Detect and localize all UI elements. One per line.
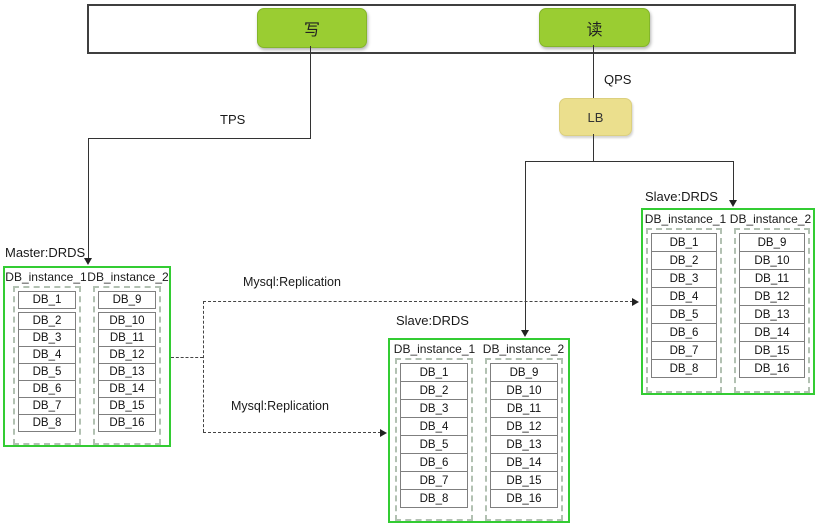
lb-node: LB — [559, 98, 632, 136]
db-cell: DB_12 — [739, 287, 805, 306]
connector-to-slave-right — [733, 161, 734, 201]
db-cell: DB_14 — [739, 323, 805, 342]
connector-to-slave-center — [525, 161, 526, 331]
slave-right-drds-title: Slave:DRDS — [645, 189, 718, 204]
db-cell: DB_11 — [98, 329, 156, 347]
db-cell: DB_16 — [98, 414, 156, 432]
arrowhead-into-slave-right — [729, 200, 737, 207]
db-cell: DB_1 — [18, 291, 76, 309]
dashed-master-out — [171, 357, 203, 358]
db-cell: DB_16 — [739, 359, 805, 378]
db-cell: DB_8 — [400, 489, 468, 508]
db-cell: DB_6 — [400, 453, 468, 472]
db-cell: DB_7 — [651, 341, 717, 360]
connector-split-horizontal — [525, 161, 734, 162]
db-cell: DB_16 — [490, 489, 558, 508]
db-cell: DB_15 — [490, 471, 558, 490]
write-node: 写 — [257, 8, 367, 48]
arrowhead-replication-center — [380, 429, 387, 437]
slave-center-headers: DB_instance_1 DB_instance_2 — [390, 340, 568, 356]
master-instance2-header: DB_instance_2 — [87, 270, 169, 284]
db-cell: DB_7 — [18, 397, 76, 415]
arrowhead-replication-right — [632, 298, 639, 306]
db-cell: DB_6 — [651, 323, 717, 342]
db-cell: DB_14 — [490, 453, 558, 472]
db-cell: DB_13 — [739, 305, 805, 324]
read-node: 读 — [539, 8, 650, 47]
db-cell: DB_2 — [651, 251, 717, 270]
db-cell: DB_12 — [490, 417, 558, 436]
slave-center-instance1-header: DB_instance_1 — [393, 342, 476, 356]
db-cell: DB_9 — [490, 363, 558, 382]
db-cell: DB_14 — [98, 380, 156, 398]
db-cell: DB_3 — [651, 269, 717, 288]
connector-write-vertical — [310, 46, 311, 138]
db-cell: DB_4 — [18, 346, 76, 364]
db-cell: DB_4 — [651, 287, 717, 306]
db-cell: DB_1 — [400, 363, 468, 382]
db-cell: DB_8 — [18, 414, 76, 432]
slave-right-headers: DB_instance_1 DB_instance_2 — [643, 210, 813, 226]
master-instance1-header: DB_instance_1 — [5, 270, 87, 284]
db-cell: DB_10 — [739, 251, 805, 270]
db-cell: DB_11 — [490, 399, 558, 418]
db-cell: DB_7 — [400, 471, 468, 490]
slave-right-instance2-header: DB_instance_2 — [729, 212, 812, 226]
db-cell: DB_10 — [98, 312, 156, 330]
connector-write-horizontal — [88, 138, 311, 139]
dashed-vertical — [203, 301, 204, 432]
dashed-to-slave-right — [203, 301, 633, 302]
slave-right-instance1-header: DB_instance_1 — [644, 212, 727, 226]
db-cell: DB_9 — [739, 233, 805, 252]
arrowhead-into-slave-center — [521, 330, 529, 337]
db-cell: DB_9 — [98, 291, 156, 309]
db-cell: DB_3 — [400, 399, 468, 418]
db-cell: DB_15 — [98, 397, 156, 415]
top-container — [87, 4, 796, 54]
replication-label-bottom: Mysql:Replication — [231, 399, 329, 413]
slave-center-instance2-header: DB_instance_2 — [482, 342, 565, 356]
db-cell: DB_11 — [739, 269, 805, 288]
db-cell: DB_5 — [651, 305, 717, 324]
dashed-to-slave-center — [203, 432, 381, 433]
connector-read-vertical — [593, 45, 594, 98]
db-cell: DB_4 — [400, 417, 468, 436]
tps-label: TPS — [220, 112, 246, 127]
slave-center-drds-title: Slave:DRDS — [396, 313, 469, 328]
qps-label: QPS — [604, 72, 632, 87]
db-cell: DB_10 — [490, 381, 558, 400]
master-headers: DB_instance_1 DB_instance_2 — [5, 268, 169, 284]
connector-lb-down — [593, 134, 594, 161]
db-cell: DB_3 — [18, 329, 76, 347]
db-cell: DB_2 — [400, 381, 468, 400]
db-cell: DB_12 — [98, 346, 156, 364]
db-cell: DB_2 — [18, 312, 76, 330]
replication-label-top: Mysql:Replication — [243, 275, 341, 289]
db-cell: DB_13 — [490, 435, 558, 454]
db-cell: DB_5 — [18, 363, 76, 381]
db-cell: DB_5 — [400, 435, 468, 454]
db-cell: DB_13 — [98, 363, 156, 381]
db-cell: DB_6 — [18, 380, 76, 398]
master-drds-title: Master:DRDS — [5, 245, 86, 260]
db-cell: DB_1 — [651, 233, 717, 252]
arrowhead-into-master — [84, 258, 92, 265]
connector-write-down — [88, 138, 89, 259]
db-cell: DB_8 — [651, 359, 717, 378]
db-cell: DB_15 — [739, 341, 805, 360]
